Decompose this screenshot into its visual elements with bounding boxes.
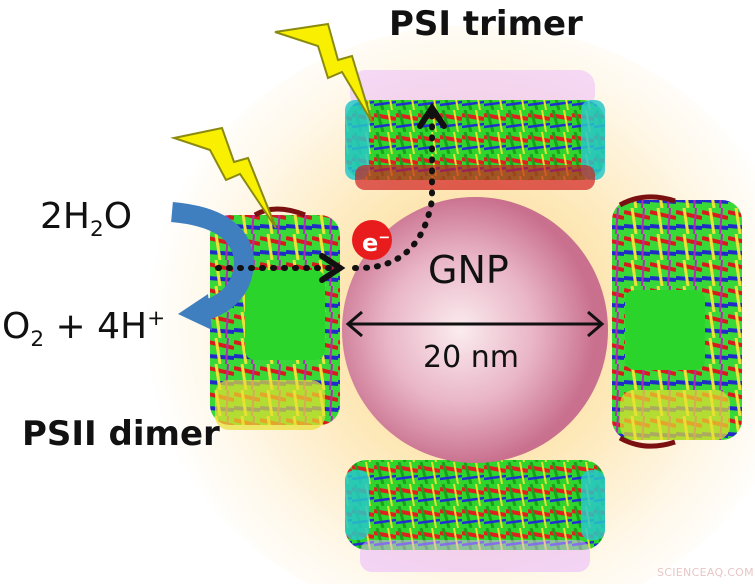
watermark: SCIENCEAQ.COM: [657, 566, 754, 579]
lightning-bolt-icon: [274, 22, 373, 123]
reactant-suffix: O: [103, 196, 133, 237]
psi-trimer-top: [345, 70, 605, 190]
psi-trimer-label: PSI trimer: [389, 4, 583, 44]
dotted-arrow-icon: [215, 102, 447, 283]
psii-dimer-right: [612, 194, 742, 449]
gold-nanoparticle: [342, 197, 608, 463]
diameter-label: 20 nm: [423, 340, 519, 375]
gnp-label: GNP: [428, 248, 509, 292]
curved-arrow-icon: [170, 202, 255, 330]
product-label: O2 + 4H+: [2, 306, 165, 352]
product-middle: + 4H: [44, 306, 148, 347]
product-superscript: +: [147, 306, 166, 331]
psii-dimer-label: PSII dimer: [22, 414, 220, 454]
lightning-bolt-icon: [170, 126, 277, 229]
reactant-subscript: 2: [89, 217, 104, 243]
product-prefix: O: [2, 306, 31, 347]
electron-charge: −: [378, 230, 391, 246]
psi-trimer-bottom: [345, 460, 605, 572]
electron-label: e−: [362, 229, 390, 257]
double-arrow-icon: [345, 310, 605, 338]
product-subscript: 2: [30, 327, 45, 353]
reactant-prefix: 2H: [40, 196, 90, 237]
electron-symbol: e: [362, 229, 379, 257]
reactant-label: 2H2O: [40, 196, 132, 242]
electron-badge: [352, 220, 392, 260]
